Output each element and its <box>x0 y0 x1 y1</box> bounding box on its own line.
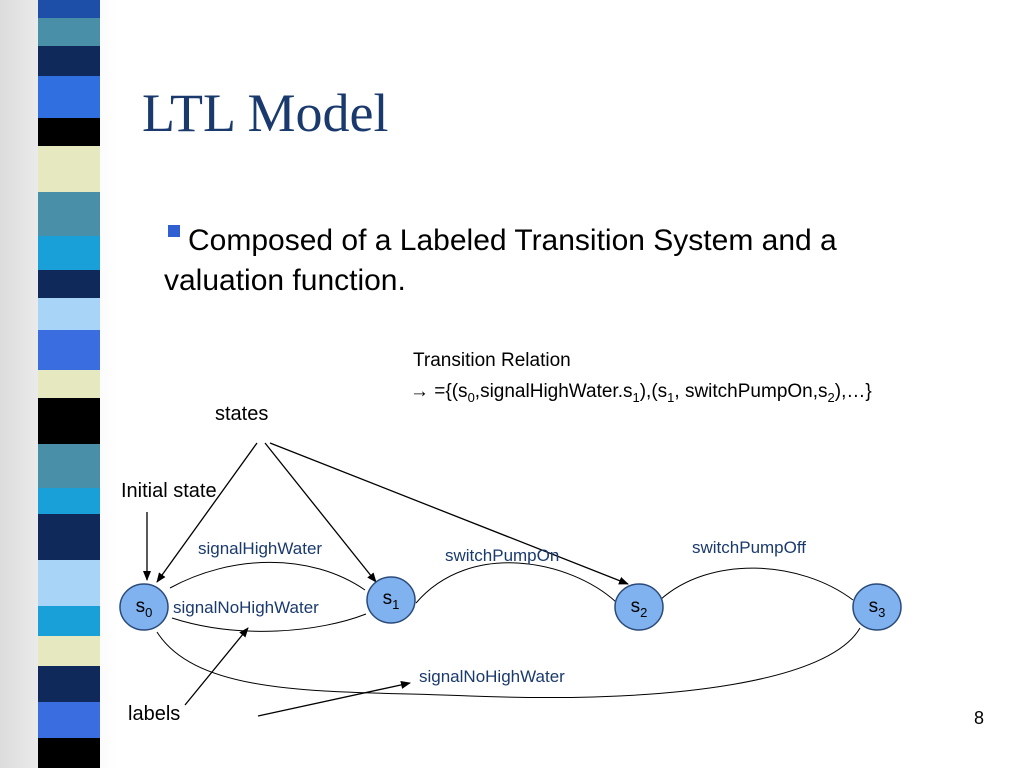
edge-label-signal-no-high-water-top: signalNoHighWater <box>173 598 319 617</box>
edge-s0-s3-loop <box>156 627 861 698</box>
states-pointer-to-s0 <box>156 442 258 583</box>
stripe <box>38 146 100 192</box>
stripe <box>38 18 100 46</box>
formula-text: ),(s <box>639 381 668 402</box>
formula-text: ),…} <box>834 381 872 402</box>
labels-pointer-to-top-label <box>184 627 249 706</box>
edge-s0-s1-upper <box>169 561 366 591</box>
node-label-index: 2 <box>640 604 648 620</box>
stripe <box>38 118 100 146</box>
states-pointer-to-s2 <box>269 442 629 585</box>
slide-title: LTL Model <box>142 83 389 143</box>
labels-annotation: labels <box>128 703 181 725</box>
state-node-s0 <box>119 583 169 631</box>
node-label-s0: s0 <box>119 596 169 620</box>
stripe <box>38 398 100 444</box>
stripe <box>38 702 100 738</box>
edge-s0-s1-lower <box>171 613 367 632</box>
stripe <box>38 738 100 768</box>
stripe <box>38 514 100 560</box>
formula-subscript: 1 <box>667 389 675 405</box>
edge-label-switch-pump-off: switchPumpOff <box>692 538 807 557</box>
stripe-column <box>38 0 100 768</box>
transition-relation-heading: Transition Relation <box>413 350 571 371</box>
state-node-s2 <box>614 583 664 631</box>
stripe <box>38 488 100 514</box>
edge-s2-s3 <box>659 567 854 601</box>
stripe <box>38 236 100 270</box>
node-label-base: s <box>630 596 641 617</box>
stripe <box>38 192 100 236</box>
node-label-base: s <box>868 596 879 617</box>
node-label-index: 1 <box>392 596 400 612</box>
formula-subscript: 0 <box>467 389 475 405</box>
edge-label-switch-pump-on: switchPumpOn <box>445 546 560 565</box>
labels-pointer-to-bottom-label <box>257 681 411 717</box>
stripe <box>38 444 100 488</box>
formula-text: = <box>429 381 446 402</box>
node-label-s2: s2 <box>614 596 664 620</box>
formula-subscript: 1 <box>632 389 640 405</box>
stripe <box>38 76 100 118</box>
stripe <box>38 298 100 330</box>
stripe <box>38 330 100 370</box>
stripe <box>38 46 100 76</box>
stripe <box>38 270 100 298</box>
stripe <box>38 0 100 18</box>
states-pointer-to-s1 <box>264 442 377 583</box>
state-node-s3 <box>852 583 902 631</box>
node-label-base: s <box>135 596 146 617</box>
bullet-square-icon <box>168 225 180 237</box>
page-number: 8 <box>974 708 985 728</box>
formula-text: ,signalHighWater.s <box>474 381 633 402</box>
initial-state-annotation: Initial state <box>121 480 217 502</box>
stripe <box>38 370 100 398</box>
right-arrow-icon: → <box>410 381 429 402</box>
node-label-s1: s1 <box>366 588 416 612</box>
decorative-stripe-bar <box>0 0 118 768</box>
edge-label-signal-high-water: signalHighWater <box>198 539 323 558</box>
node-label-s3: s3 <box>852 596 902 620</box>
formula-subscript: 2 <box>827 389 835 405</box>
stripe <box>38 560 100 606</box>
formula-text: , switchPumpOn,s <box>674 381 828 402</box>
node-label-base: s <box>382 588 393 609</box>
edge-s1-s2 <box>415 562 617 604</box>
stripe <box>38 666 100 702</box>
states-annotation: states <box>215 403 269 425</box>
transition-relation-formula: → ={(s0,signalHighWater.s1),(s1, switchP… <box>410 381 872 405</box>
bullet-text: Composed of a Labeled Transition System … <box>164 224 837 297</box>
node-label-index: 0 <box>145 604 153 620</box>
stripe <box>38 606 100 636</box>
edge-label-signal-no-high-water-bottom: signalNoHighWater <box>419 667 565 686</box>
stripe <box>38 636 100 666</box>
state-node-s1 <box>366 576 416 624</box>
formula-text: {(s <box>445 381 468 402</box>
node-label-index: 3 <box>878 604 886 620</box>
